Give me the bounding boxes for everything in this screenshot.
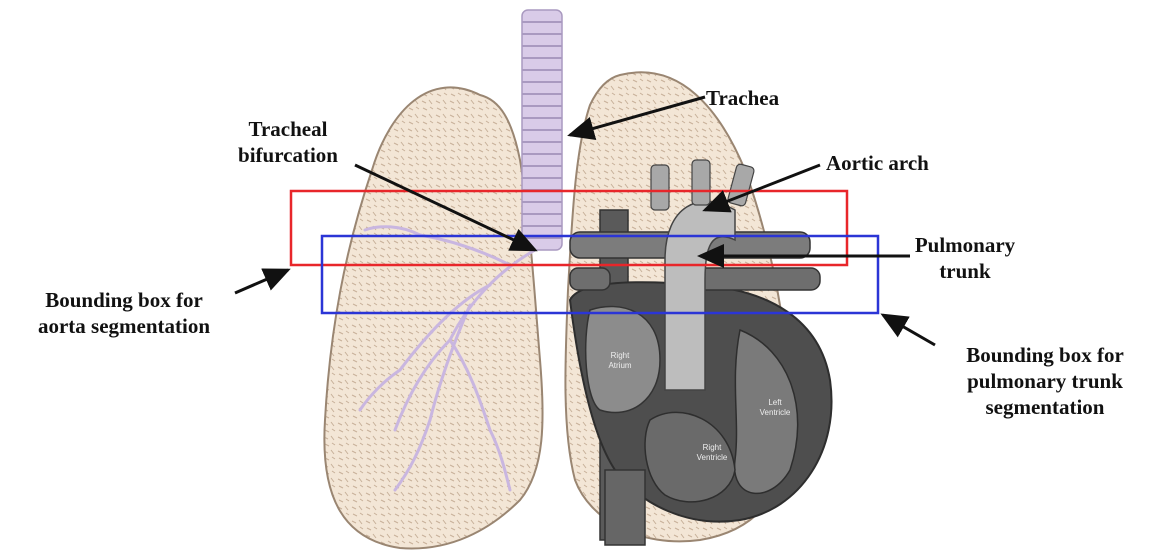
right-atrium-label-2: Atrium: [608, 361, 631, 370]
aortic-arch-label: Aortic arch: [826, 150, 929, 176]
tracheal-bifurcation-line-2: bifurcation: [218, 142, 358, 168]
right-atrium-label: Right: [611, 351, 630, 360]
pulmonary-box-label: Bounding box for pulmonary trunk segment…: [935, 342, 1155, 420]
tracheal-bifurcation-line-1: Tracheal: [218, 116, 358, 142]
trachea-label: Trachea: [706, 85, 779, 111]
pulmonary-box-arrow: [883, 315, 935, 345]
right-ventricle-label: Right: [703, 443, 722, 452]
tracheal-bifurcation-label: Tracheal bifurcation: [218, 116, 358, 168]
pulmonary-box-line-2: pulmonary trunk: [935, 368, 1155, 394]
pulmonary-trunk-label: Pulmonary trunk: [905, 232, 1025, 284]
pulmonary-box-line-3: segmentation: [935, 394, 1155, 420]
left-ventricle-label: Left: [768, 398, 782, 407]
heart: [570, 160, 832, 545]
aorta-box-label: Bounding box for aorta segmentation: [4, 287, 244, 339]
right-ventricle-label-2: Ventricle: [697, 453, 728, 462]
trachea-shape: [522, 10, 562, 250]
aorta-box-line-2: aorta segmentation: [4, 313, 244, 339]
pulmonary-trunk-line-2: trunk: [905, 258, 1025, 284]
pulmonary-box-line-1: Bounding box for: [935, 342, 1155, 368]
left-ventricle-label-2: Ventricle: [760, 408, 791, 417]
aorta-box-line-1: Bounding box for: [4, 287, 244, 313]
pulmonary-trunk-line-1: Pulmonary: [905, 232, 1025, 258]
